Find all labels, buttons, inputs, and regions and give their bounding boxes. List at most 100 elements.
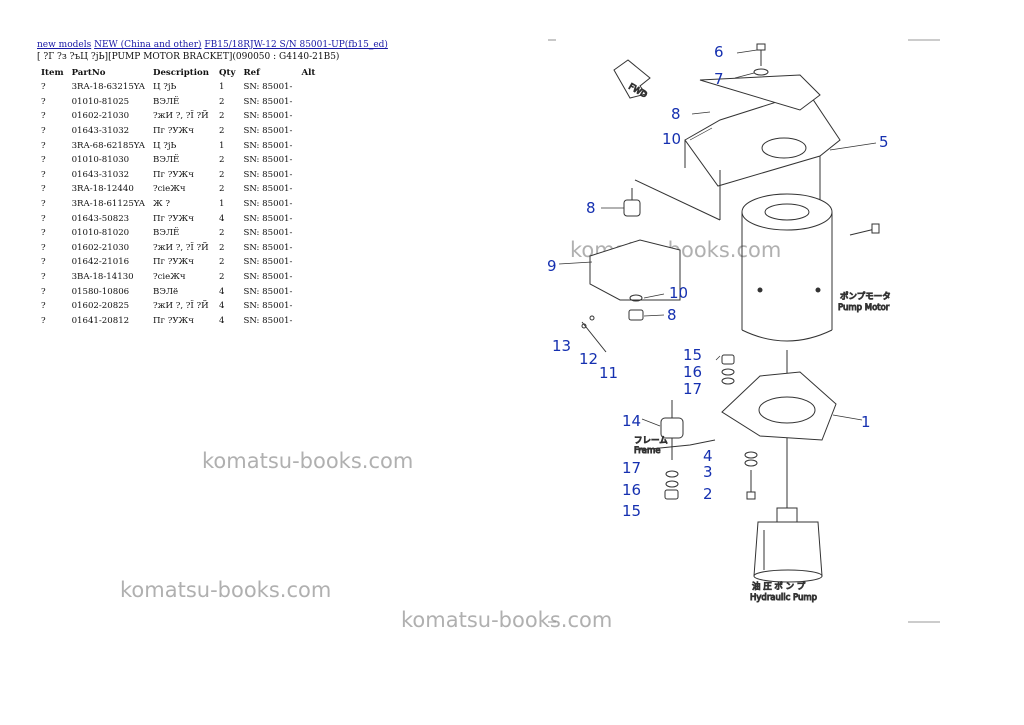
- qty-cell: 2: [219, 111, 225, 122]
- callout-number: 9: [547, 257, 557, 275]
- side-bolt-part: [849, 223, 880, 236]
- item-cell: ?: [41, 257, 46, 268]
- watermark: komatsu-books.com: [120, 578, 332, 602]
- alt-cell: [297, 211, 325, 226]
- hydraulic-pump-en-label: Hydraulic Pump: [750, 593, 817, 603]
- item-cell: ?: [41, 242, 46, 253]
- callout-number: 1: [861, 413, 871, 431]
- pump-motor-en-label: Pump Motor: [838, 303, 890, 313]
- callout-number: 8: [667, 306, 677, 324]
- callout-number: 6: [714, 43, 724, 61]
- description-cell: Пг ?УЖч: [153, 257, 194, 268]
- lower-nut-washer-stack: [664, 470, 679, 500]
- ref-cell: SN: 85001-: [243, 82, 293, 93]
- ref-cell: SN: 85001-: [243, 169, 293, 180]
- page-corner-marks: [548, 39, 940, 623]
- description-cell: Пг ?УЖч: [153, 213, 194, 224]
- description-cell: Ц ?jЬ: [153, 82, 177, 93]
- callout-number: 15: [683, 346, 702, 364]
- callout-number: 11: [599, 364, 618, 382]
- qty-cell: 1: [219, 82, 225, 93]
- qty-cell: 2: [219, 242, 225, 253]
- partno-cell: 01641-20812: [71, 315, 130, 326]
- callout-number: 2: [703, 485, 713, 503]
- description-cell: Ц ?jЬ: [153, 140, 177, 151]
- partno-cell: 01010-81030: [71, 155, 130, 166]
- ref-cell: SN: 85001-: [243, 272, 293, 283]
- ref-cell: SN: 85001-: [243, 184, 293, 195]
- item-cell: ?: [41, 96, 46, 107]
- item-cell: ?: [41, 111, 46, 122]
- item-cell: ?: [41, 155, 46, 166]
- qty-cell: 4: [219, 315, 225, 326]
- partno-cell: 01643-31032: [71, 169, 130, 180]
- callout-number: 3: [703, 463, 713, 481]
- callout-number: 16: [622, 481, 641, 499]
- callout-number: 10: [662, 130, 681, 148]
- callout-number: 16: [683, 363, 702, 381]
- breadcrumb-link-china[interactable]: NEW (China and other): [94, 40, 202, 50]
- ref-cell: SN: 85001-: [243, 301, 293, 312]
- callout-number: 13: [552, 337, 571, 355]
- breadcrumb-link-model[interactable]: FB15/18RJW-12 S/N 85001-UP(fb15_ed): [204, 40, 388, 50]
- callout-number: 8: [671, 105, 681, 123]
- partno-cell: 01602-20825: [71, 301, 130, 312]
- item-cell: ?: [41, 213, 46, 224]
- column-header-item: Item: [41, 68, 64, 78]
- partno-cell: 3RA-18-12440: [71, 184, 134, 195]
- item-cell: ?: [41, 82, 46, 93]
- qty-cell: 2: [219, 184, 225, 195]
- alt-cell: [297, 124, 325, 139]
- callout-number: 12: [579, 350, 598, 368]
- alt-cell: [297, 182, 325, 197]
- qty-cell: 1: [219, 140, 225, 151]
- partno-cell: 01643-50823: [71, 213, 130, 224]
- description-cell: ?жИ ?, ?Ї ?Й: [153, 111, 209, 122]
- pump-motor-jp-label: ポンプモータ: [840, 292, 891, 302]
- column-header-alt: Alt: [301, 68, 316, 78]
- item-cell: ?: [41, 184, 46, 195]
- partno-cell: 01642-21016: [71, 257, 130, 268]
- leader-lines: [558, 49, 877, 427]
- description-cell: Ж ?: [153, 199, 170, 210]
- callout-number: 15: [622, 502, 641, 520]
- exploded-parts-diagram: FWD: [547, 39, 940, 623]
- partno-cell: 01010-81025: [71, 96, 130, 107]
- page-title: [ ?Г ?з ?ъЦ ?jЬ][PUMP MOTOR BRACKET](090…: [37, 52, 340, 62]
- description-cell: ?сіеЖч: [153, 184, 186, 195]
- alt-cell: [297, 284, 325, 299]
- description-cell: ?жИ ?, ?Ї ?Й: [153, 301, 209, 312]
- pump-motor-part: [741, 193, 833, 520]
- alt-cell: [297, 95, 325, 110]
- partno-cell: 01602-21030: [71, 242, 130, 253]
- ref-cell: SN: 85001-: [243, 257, 293, 268]
- ref-cell: SN: 85001-: [243, 199, 293, 210]
- bolt-part: [756, 43, 766, 66]
- alt-cell: [297, 168, 325, 183]
- watermark: komatsu-books.com: [202, 449, 414, 473]
- qty-cell: 1: [219, 199, 225, 210]
- partno-cell: 3BA-18-14130: [71, 272, 134, 283]
- item-cell: ?: [41, 140, 46, 151]
- description-cell: Пг ?УЖч: [153, 169, 194, 180]
- alt-cell: [297, 197, 325, 212]
- forward-arrow-icon: FWD: [613, 59, 651, 101]
- callout-number: 7: [714, 70, 724, 88]
- partno-cell: 01643-31032: [71, 126, 130, 137]
- callout-number: 10: [669, 284, 688, 302]
- breadcrumb-link-new-models[interactable]: new models: [37, 40, 92, 50]
- parts-table: Item PartNo Description Qty Ref Alt ?3RA…: [37, 66, 325, 328]
- qty-cell: 4: [219, 286, 225, 297]
- lower-bracket-part: [721, 371, 837, 441]
- qty-cell: 2: [219, 155, 225, 166]
- alt-cell: [297, 270, 325, 285]
